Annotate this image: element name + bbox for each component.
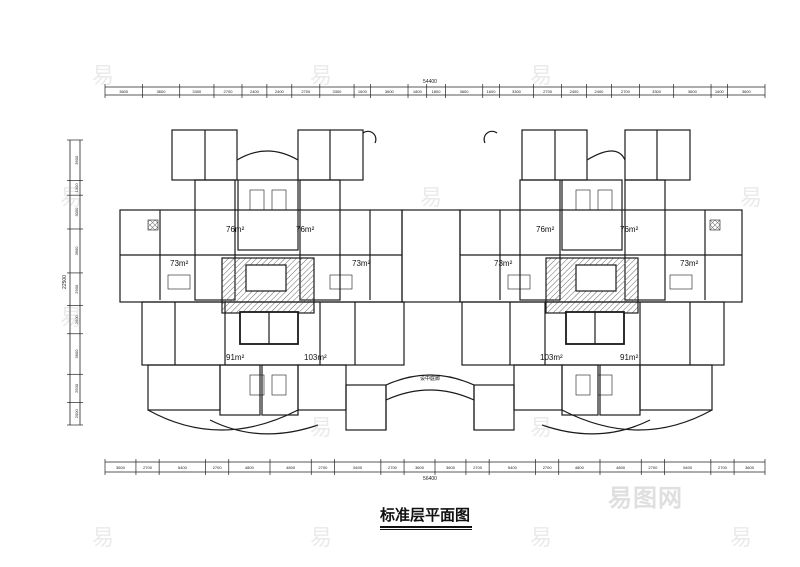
- right-wing: [459, 129, 743, 435]
- bottom-total-dimension: 56400: [423, 476, 437, 482]
- watermark-glyph: 易: [60, 186, 83, 211]
- dimension-segment-label: 1300: [74, 183, 79, 193]
- unit-area-labels: 76m² 76m² 73m² 73m² 91m² 103m² 76m² 76m²…: [170, 225, 699, 382]
- unit-area-label: 76m²: [536, 225, 555, 234]
- dimension-segment-label: 2000: [74, 409, 79, 419]
- top-dimension-chain: 54400 3600 3600 3300 2700 2400 2400 2700 3300 16…: [104, 79, 766, 98]
- dimension-segment-label: 5400: [353, 465, 363, 470]
- top-total-dimension: 54400: [423, 79, 437, 85]
- unit-area-label: 76m²: [620, 225, 639, 234]
- watermark-glyph: 易: [530, 416, 553, 441]
- dimension-segment-label: 3600: [119, 89, 129, 94]
- watermark-glyph: 易: [730, 526, 753, 551]
- unit-area-label: 73m²: [352, 259, 371, 268]
- watermark-glyph: 易: [740, 186, 763, 211]
- dimension-segment-label: 3600: [688, 89, 698, 94]
- dimension-segment-label: 2500: [74, 383, 79, 393]
- dimension-segment-label: 5400: [683, 465, 693, 470]
- dimension-segment-label: 2400: [570, 89, 580, 94]
- dimension-segment-label: 1600: [358, 89, 368, 94]
- dimension-segment-label: 2700: [318, 465, 328, 470]
- dimension-segment-label: 3600: [415, 465, 425, 470]
- watermark-glyph: 易: [420, 186, 443, 211]
- left-total-dimension: 22500: [62, 275, 68, 289]
- dimension-segment-label: 4800: [575, 465, 585, 470]
- dimension-segment-label: 3600: [742, 89, 752, 94]
- dimension-segment-label: 2400: [595, 89, 605, 94]
- dimension-segment-label: 2700: [213, 465, 223, 470]
- dimension-segment-label: 3000: [74, 207, 79, 217]
- dimension-segment-label: 1800: [432, 89, 442, 94]
- dimension-segment-label: 2700: [143, 465, 153, 470]
- unit-area-label: 73m²: [494, 259, 513, 268]
- unit-area-label: 76m²: [226, 225, 245, 234]
- dimension-segment-label: 3300: [652, 89, 662, 94]
- dimension-segment-label: 3300: [192, 89, 202, 94]
- left-dimension-chain: 22500 3600 1300 3000 3900 2900 2500 3600 2500 20…: [62, 139, 83, 426]
- unit-area-label: 91m²: [226, 353, 245, 362]
- watermark-glyph: 易: [310, 64, 333, 89]
- dimension-segment-label: 3600: [74, 155, 79, 165]
- dimension-segment-label: 4800: [286, 465, 296, 470]
- dimension-segment-label: 3600: [446, 465, 456, 470]
- building-plan: [119, 129, 743, 435]
- watermark-glyph: 易: [60, 306, 83, 331]
- title-underline: [380, 529, 472, 530]
- unit-area-label: 73m²: [170, 259, 189, 268]
- dimension-segment-label: 3600: [460, 89, 470, 94]
- dimension-segment-label: 3600: [745, 465, 755, 470]
- dimension-segment-label: 2700: [648, 465, 658, 470]
- dimension-segment-label: 2700: [224, 89, 234, 94]
- dimension-segment-label: 3900: [74, 246, 79, 256]
- dimension-segment-label: 3600: [385, 89, 395, 94]
- dimension-segment-label: 2500: [74, 314, 79, 324]
- dimension-segment-label: 2900: [74, 284, 79, 294]
- dimension-segment-label: 2700: [473, 465, 483, 470]
- dimension-segment-label: 4800: [616, 465, 626, 470]
- dimension-segment-label: 2700: [621, 89, 631, 94]
- dimension-segment-label: 2700: [388, 465, 398, 470]
- dimension-segment-label: 3300: [332, 89, 342, 94]
- drawing-title: 标准层平面图: [380, 506, 472, 528]
- dimension-segment-label: 3600: [116, 465, 126, 470]
- center-connector: [385, 209, 475, 430]
- watermark-glyph: 易: [310, 416, 333, 441]
- dimension-segment-label: 1600: [487, 89, 497, 94]
- watermark-logo: 易图网: [608, 485, 683, 512]
- dimension-segment-label: 2700: [718, 465, 728, 470]
- watermark-glyph: 易: [92, 64, 115, 89]
- dimension-segment-label: 3300: [512, 89, 522, 94]
- dimension-segment-label: 2700: [543, 89, 553, 94]
- dimension-segment-label: 2700: [543, 465, 553, 470]
- watermark-glyph: 易: [530, 64, 553, 89]
- dimension-segment-label: 1800: [413, 89, 423, 94]
- dimension-segment-label: 2400: [275, 89, 285, 94]
- dimension-segment-label: 5400: [178, 465, 188, 470]
- dimension-segment-label: 1600: [715, 89, 725, 94]
- unit-area-label: 73m²: [680, 259, 699, 268]
- watermark-glyph: 易: [310, 526, 333, 551]
- dimension-segment-label: 4800: [245, 465, 255, 470]
- left-wing: [119, 129, 405, 435]
- unit-area-label: 91m²: [620, 353, 639, 362]
- bottom-dimension-chain: 56400 3600 2700 5400 2700 4800 4800 2700 5400 27…: [104, 459, 766, 482]
- dimension-segment-label: 3600: [157, 89, 167, 94]
- dimension-segment-label: 3600: [74, 349, 79, 359]
- watermark-glyph: 易: [92, 526, 115, 551]
- center-corridor-label: 设中庭廊: [420, 375, 440, 382]
- unit-area-label: 76m²: [296, 225, 315, 234]
- unit-area-label: 103m²: [304, 353, 327, 362]
- furniture-marks: [147, 189, 721, 396]
- watermark-glyph: 易: [530, 526, 553, 551]
- dimension-segment-label: 2700: [301, 89, 311, 94]
- unit-area-label: 103m²: [540, 353, 563, 362]
- dimension-segment-label: 5400: [508, 465, 518, 470]
- dimension-segment-label: 2400: [250, 89, 260, 94]
